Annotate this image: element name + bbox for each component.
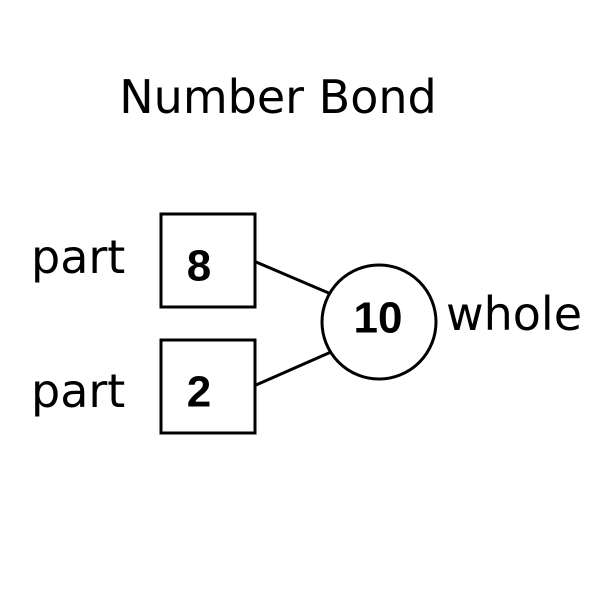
part-box-top [159,212,257,309]
part-box-bottom [159,338,257,435]
connector-bottom [255,350,332,387]
whole-value: 10 [354,294,403,343]
part-value-top: 8 [187,242,211,291]
part-value-bottom: 2 [187,368,211,417]
part-label-top: part [31,230,125,284]
page-title: Number Bond [119,70,436,124]
whole-label: whole [446,287,582,341]
part-label-bottom: part [31,364,125,418]
connector-top [255,260,332,296]
whole-circle [320,263,438,381]
